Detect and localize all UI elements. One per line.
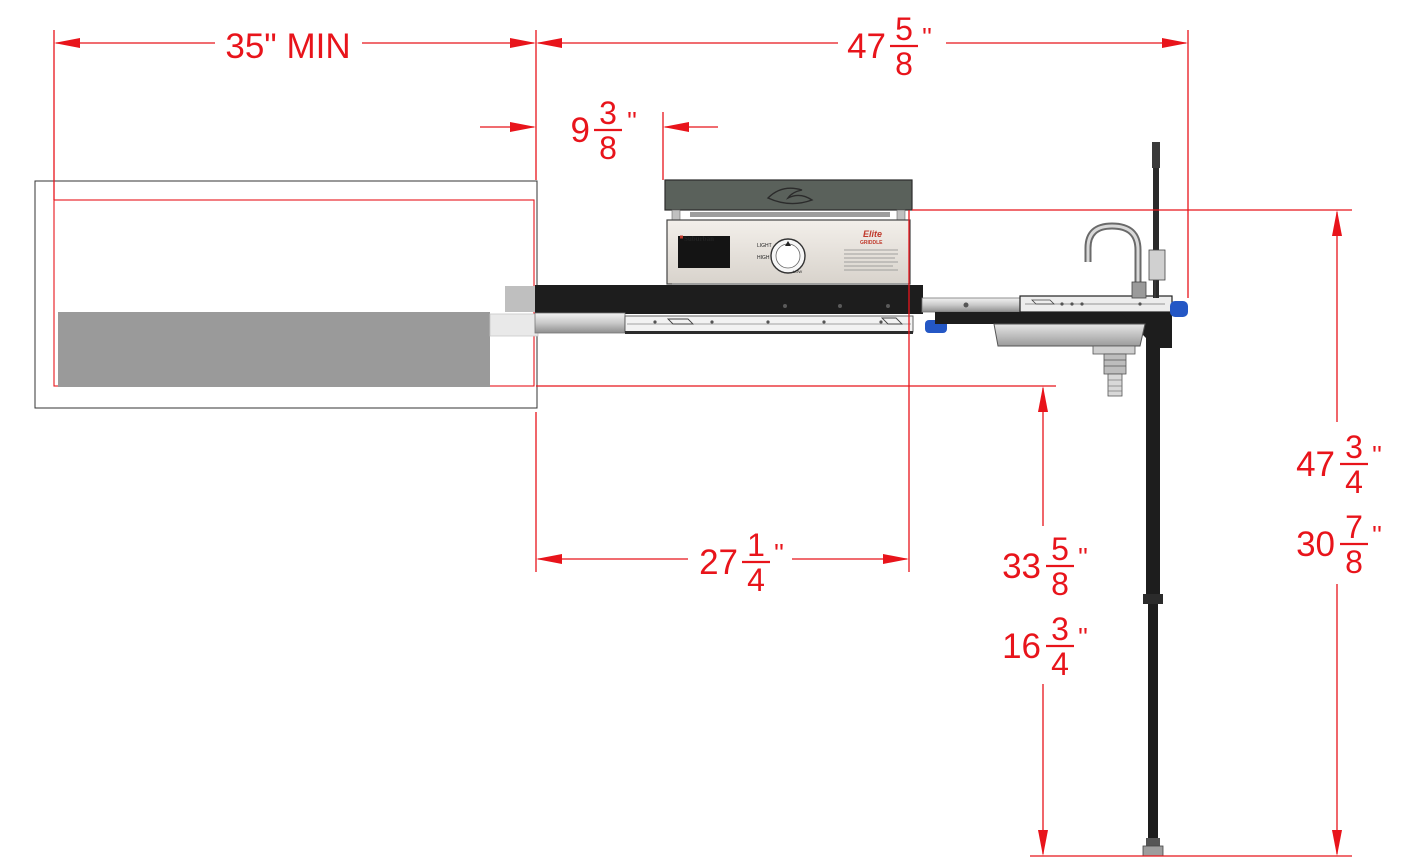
- dim-slide-length-den: 4: [747, 562, 765, 598]
- leg-latch-handle: [1170, 301, 1188, 317]
- dim-slide-length-num: 1: [747, 527, 765, 563]
- griddle-unit: Suburban LIGHT HIGH LOW Elite GRIDDLE: [664, 179, 913, 286]
- griddle-brand-label: Suburban: [684, 235, 714, 243]
- dim-table-height-min: 16 3 4 '': [1002, 611, 1088, 682]
- dim-overall-width: 47 5 8 '': [847, 11, 932, 82]
- slide-tray: [534, 285, 947, 334]
- dim-table-height-max-unit: '': [1078, 542, 1088, 572]
- dim-griddle-offset-num: 3: [599, 95, 617, 131]
- dim-table-height-max-num: 5: [1051, 531, 1069, 567]
- dim-table-height-min-whole: 16: [1002, 627, 1041, 666]
- dim-overall-height-den: 4: [1345, 464, 1363, 500]
- dim-overall-width-unit: '': [922, 22, 932, 52]
- dim-slide-length-unit: '': [774, 538, 784, 568]
- drawer-panel: [58, 312, 490, 387]
- dim-griddle-offset-whole: 9: [571, 111, 590, 150]
- dim-overall-height-num: 3: [1345, 429, 1363, 465]
- dim-overall-height-unit: '': [1372, 440, 1382, 470]
- dim-griddle-offset-den: 8: [599, 130, 617, 166]
- sink-unit: [921, 142, 1188, 857]
- griddle-product-type: GRIDDLE: [860, 240, 883, 246]
- leg-adjust-collar: [1143, 594, 1163, 604]
- dim-table-height-max-whole: 33: [1002, 547, 1041, 586]
- griddle-light-label: LIGHT: [757, 243, 772, 249]
- dim-overall-height: 47 3 4 '': [1296, 429, 1382, 500]
- dim-slide-length-whole: 27: [699, 543, 738, 582]
- dim-griddle-offset: 9 3 8 '': [571, 95, 637, 166]
- dim-table-height-min-unit: '': [1078, 622, 1088, 652]
- dim-slide-length: 27 1 4 '': [699, 527, 784, 598]
- leg-foot: [1142, 845, 1164, 857]
- dim-overall-height-whole: 47: [1296, 445, 1335, 484]
- griddle-low-label: LOW: [793, 269, 802, 274]
- griddle-product-line: Elite: [863, 229, 882, 239]
- dim-counter-height-unit: '': [1372, 520, 1382, 550]
- dimension-lines: [53, 30, 1352, 857]
- dim-table-height-min-den: 4: [1051, 646, 1069, 682]
- dim-drawer-depth: 35" MIN: [225, 27, 350, 66]
- dim-counter-height: 30 7 8 '': [1296, 509, 1382, 580]
- dim-overall-width-num: 5: [895, 11, 913, 47]
- dim-griddle-offset-unit: '': [627, 106, 637, 136]
- dim-overall-width-den: 8: [895, 46, 913, 82]
- suburban-logo-icon: [766, 187, 814, 205]
- drawer-envelope: [34, 180, 539, 409]
- dim-counter-height-num: 7: [1345, 509, 1363, 545]
- griddle-instructions: [844, 249, 898, 271]
- dim-overall-width-whole: 47: [847, 27, 886, 66]
- dim-counter-height-den: 8: [1345, 544, 1363, 580]
- dim-table-height-max: 33 5 8 '': [1002, 531, 1088, 602]
- dim-table-height-max-den: 8: [1051, 566, 1069, 602]
- dim-counter-height-whole: 30: [1296, 525, 1335, 564]
- dim-table-height-min-num: 3: [1051, 611, 1069, 647]
- griddle-high-label: HIGH: [757, 255, 770, 261]
